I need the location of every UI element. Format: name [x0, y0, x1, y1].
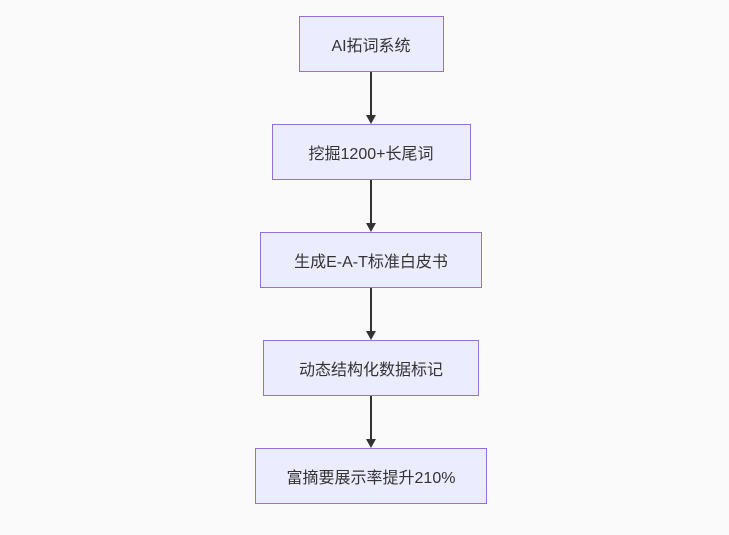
arrow-line	[370, 396, 372, 439]
arrow-line	[370, 180, 372, 223]
arrow-down-2	[365, 180, 377, 232]
arrowhead-icon	[366, 439, 376, 448]
flow-node-label: 生成E-A-T标准白皮书	[294, 254, 448, 271]
flow-node-ai-keyword-system: AI拓词系统	[298, 16, 444, 72]
flow-node-longtail-mining: 挖掘1200+长尾词	[271, 124, 471, 180]
flowchart: AI拓词系统 挖掘1200+长尾词 生成E-A-T标准白皮书 动态结构化数据标记	[255, 16, 487, 504]
arrow-line	[370, 72, 372, 115]
arrow-down-3	[365, 288, 377, 340]
flow-node-label: AI拓词系统	[331, 38, 411, 55]
arrowhead-icon	[366, 223, 376, 232]
flow-node-label: 挖掘1200+长尾词	[308, 146, 434, 163]
flow-node-eat-whitepaper: 生成E-A-T标准白皮书	[260, 232, 482, 288]
arrow-line	[370, 288, 372, 331]
flow-node-rich-snippet-rate: 富摘要展示率提升210%	[255, 448, 487, 504]
flow-node-structured-data-markup: 动态结构化数据标记	[263, 340, 479, 396]
arrowhead-icon	[366, 331, 376, 340]
arrowhead-icon	[366, 115, 376, 124]
arrow-down-4	[365, 396, 377, 448]
flow-node-label: 动态结构化数据标记	[298, 362, 443, 379]
flow-node-label: 富摘要展示率提升210%	[286, 470, 456, 487]
arrow-down-1	[365, 72, 377, 124]
